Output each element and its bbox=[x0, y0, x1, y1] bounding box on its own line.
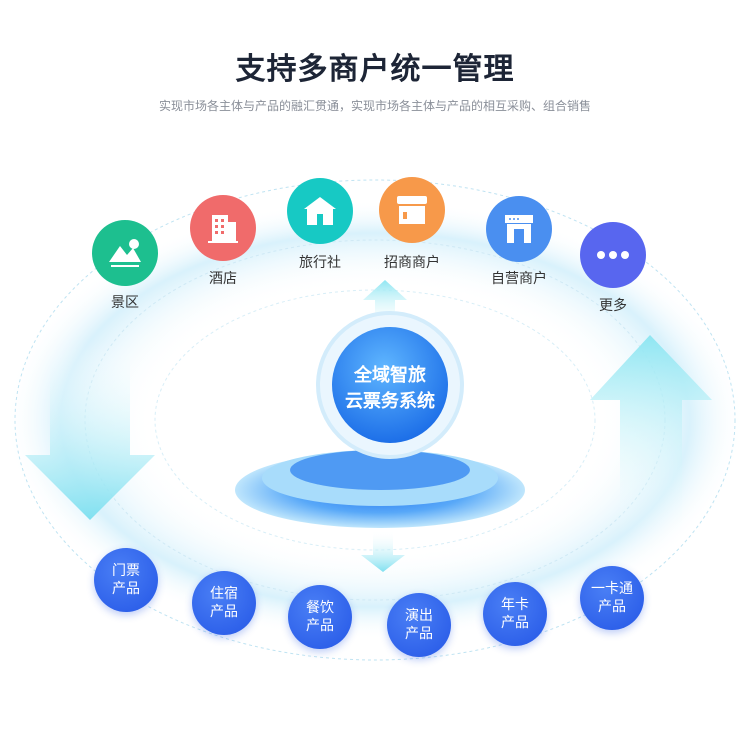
merchant-hotel[interactable] bbox=[190, 195, 256, 261]
product-ticket[interactable]: 门票产品 bbox=[94, 548, 158, 612]
store-icon bbox=[505, 215, 533, 243]
product-line1: 住宿 bbox=[210, 586, 238, 602]
mountain-icon bbox=[109, 239, 141, 267]
product-line2: 产品 bbox=[112, 581, 140, 597]
merchant-more[interactable] bbox=[580, 222, 646, 288]
product-line1: 门票 bbox=[112, 563, 140, 579]
product-lodging[interactable]: 住宿产品 bbox=[192, 571, 256, 635]
page-title: 支持多商户统一管理 bbox=[235, 52, 515, 87]
shop-icon bbox=[397, 196, 427, 224]
merchant-label: 更多 bbox=[599, 298, 627, 314]
product-one-card[interactable]: 一卡通产品 bbox=[580, 566, 644, 630]
merchant-label: 景区 bbox=[111, 295, 139, 311]
product-line1: 演出 bbox=[405, 608, 433, 624]
merchant-travel-agency[interactable] bbox=[287, 178, 353, 244]
merchant-label: 旅行社 bbox=[299, 255, 341, 271]
merchant-label: 招商商户 bbox=[384, 255, 440, 271]
more-icon bbox=[597, 251, 629, 259]
product-line2: 产品 bbox=[210, 604, 238, 620]
core-line2: 云票务系统 bbox=[345, 391, 435, 412]
merchant-label: 酒店 bbox=[209, 271, 237, 287]
down-arrow-left bbox=[25, 340, 155, 520]
product-line2: 产品 bbox=[598, 599, 626, 615]
product-line1: 餐饮 bbox=[306, 600, 334, 616]
page-subtitle: 实现市场各主体与产品的融汇贯通，实现市场各主体与产品的相互采购、组合销售 bbox=[158, 99, 591, 113]
merchant-label: 自营商户 bbox=[491, 271, 547, 287]
product-line1: 一卡通 bbox=[591, 581, 633, 597]
product-line1: 年卡 bbox=[501, 597, 529, 613]
product-line2: 产品 bbox=[306, 618, 334, 634]
core-line1: 全域智旅 bbox=[354, 365, 426, 386]
merchant-scenic[interactable] bbox=[92, 220, 158, 286]
product-dining[interactable]: 餐饮产品 bbox=[288, 585, 352, 649]
merchant-investment[interactable] bbox=[379, 177, 445, 243]
product-annual-card[interactable]: 年卡产品 bbox=[483, 582, 547, 646]
house-icon bbox=[304, 197, 336, 225]
merchant-self-operated[interactable] bbox=[486, 196, 552, 262]
building-icon bbox=[208, 215, 238, 243]
product-show[interactable]: 演出产品 bbox=[387, 593, 451, 657]
up-arrow-right bbox=[590, 335, 712, 540]
product-line2: 产品 bbox=[405, 626, 433, 642]
core-system: 全域智旅 云票务系统 bbox=[330, 363, 450, 415]
product-line2: 产品 bbox=[501, 615, 529, 631]
